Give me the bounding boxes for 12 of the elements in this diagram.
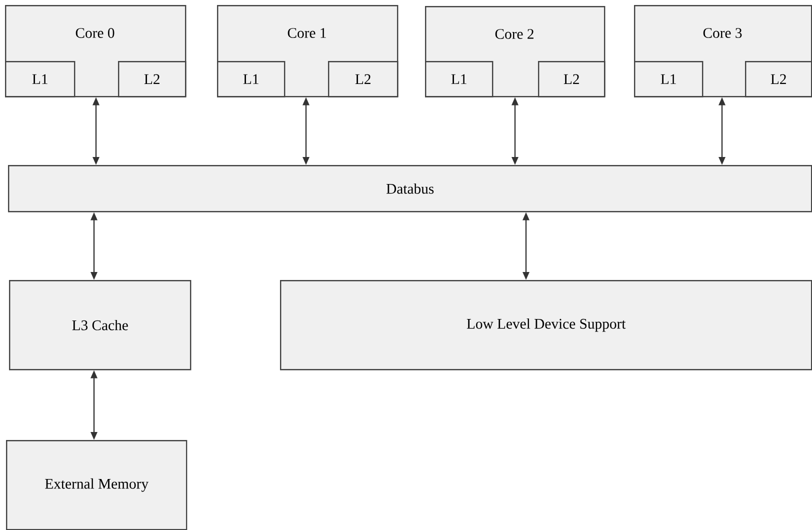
cache-box: L2 [118, 61, 186, 98]
cache-box: L2 [328, 61, 398, 98]
block-box: External Memory [6, 440, 188, 530]
block-box: Low Level Device Support [280, 280, 812, 370]
block-box: L3 Cache [9, 280, 192, 370]
databus-bar: Databus [8, 165, 812, 212]
cache-box: L1 [5, 61, 76, 98]
cache-box: L1 [217, 61, 286, 98]
cache-box: L1 [425, 61, 494, 98]
cache-box: L2 [538, 61, 606, 98]
cache-box: L2 [745, 61, 812, 98]
cache-box: L1 [634, 61, 704, 98]
